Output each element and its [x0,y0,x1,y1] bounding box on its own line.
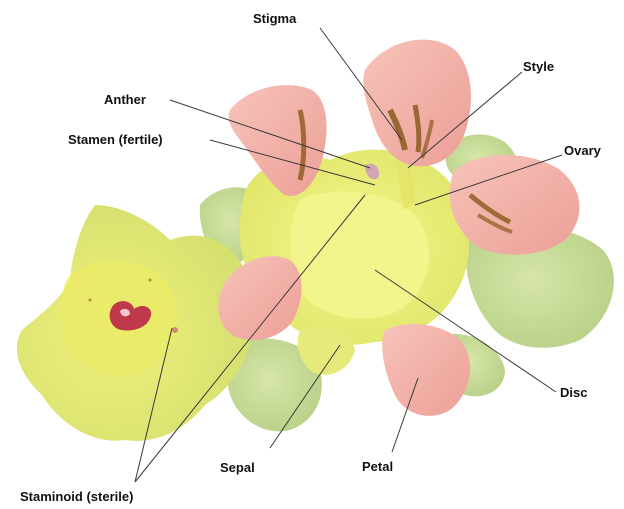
label-stamen-fertile: Stamen (fertile) [68,133,163,146]
label-petal: Petal [362,460,393,473]
label-stigma: Stigma [253,12,296,25]
label-disc: Disc [560,386,587,399]
label-sepal: Sepal [220,461,255,474]
label-staminoid-sterile: Staminoid (sterile) [20,490,133,503]
label-ovary: Ovary [564,144,601,157]
label-anther: Anther [104,93,146,106]
label-style: Style [523,60,554,73]
